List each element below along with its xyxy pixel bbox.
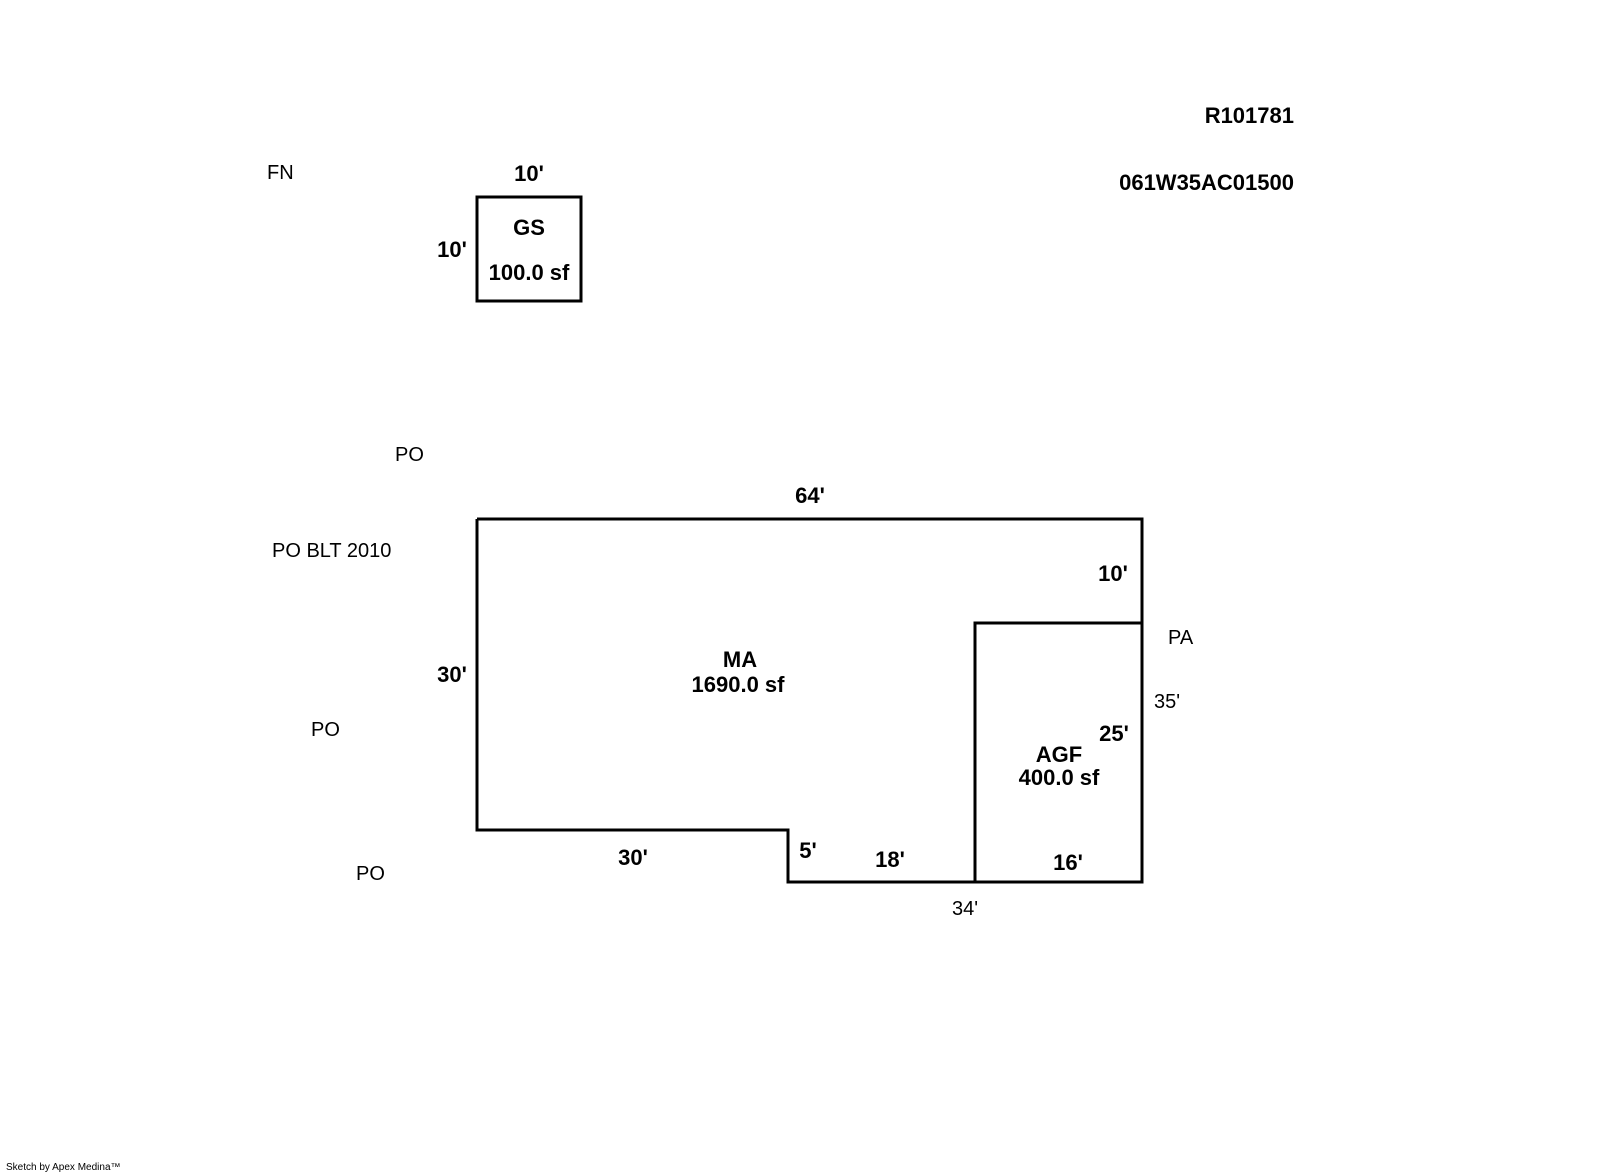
agf-area: 400.0 sf bbox=[1019, 765, 1100, 790]
sketch-credit: Sketch by Apex Medina™ bbox=[6, 1162, 121, 1173]
ma-bottom-mid-dimension: 18' bbox=[875, 847, 905, 872]
parcel-id: 061W35AC01500 bbox=[1119, 170, 1294, 195]
fn-label: FN bbox=[267, 162, 294, 184]
ma-area: 1690.0 sf bbox=[692, 672, 786, 697]
gs-left-dimension: 10' bbox=[437, 237, 467, 262]
po-bottom-label: PO bbox=[356, 863, 385, 885]
agf-bottom-dimension: 16' bbox=[1053, 850, 1083, 875]
gs-code: GS bbox=[513, 215, 545, 240]
pa-label: PA bbox=[1168, 627, 1194, 649]
agf-right-dimension: 25' bbox=[1099, 721, 1129, 746]
ma-bottom-left-dimension: 30' bbox=[618, 845, 648, 870]
agf-code: AGF bbox=[1036, 742, 1082, 767]
account-id: R101781 bbox=[1205, 103, 1294, 128]
bottom-dimension: 34' bbox=[952, 898, 978, 920]
ma-right-upper-dimension: 10' bbox=[1098, 561, 1128, 586]
po-mid-label: PO bbox=[311, 719, 340, 741]
ma-outline bbox=[475, 517, 1144, 884]
agf-outline bbox=[973, 621, 1142, 882]
ma-step-dimension: 5' bbox=[799, 838, 816, 863]
ma-top-dimension: 64' bbox=[795, 483, 825, 508]
pa-dimension: 35' bbox=[1154, 691, 1180, 713]
po-top-label: PO bbox=[395, 444, 424, 466]
ma-left-dimension: 30' bbox=[437, 662, 467, 687]
gs-area: 100.0 sf bbox=[489, 260, 570, 285]
gs-top-dimension: 10' bbox=[514, 161, 544, 186]
po-blt-label: PO BLT 2010 bbox=[272, 540, 391, 562]
gs-outline bbox=[475, 195, 583, 303]
ma-code: MA bbox=[723, 647, 757, 672]
